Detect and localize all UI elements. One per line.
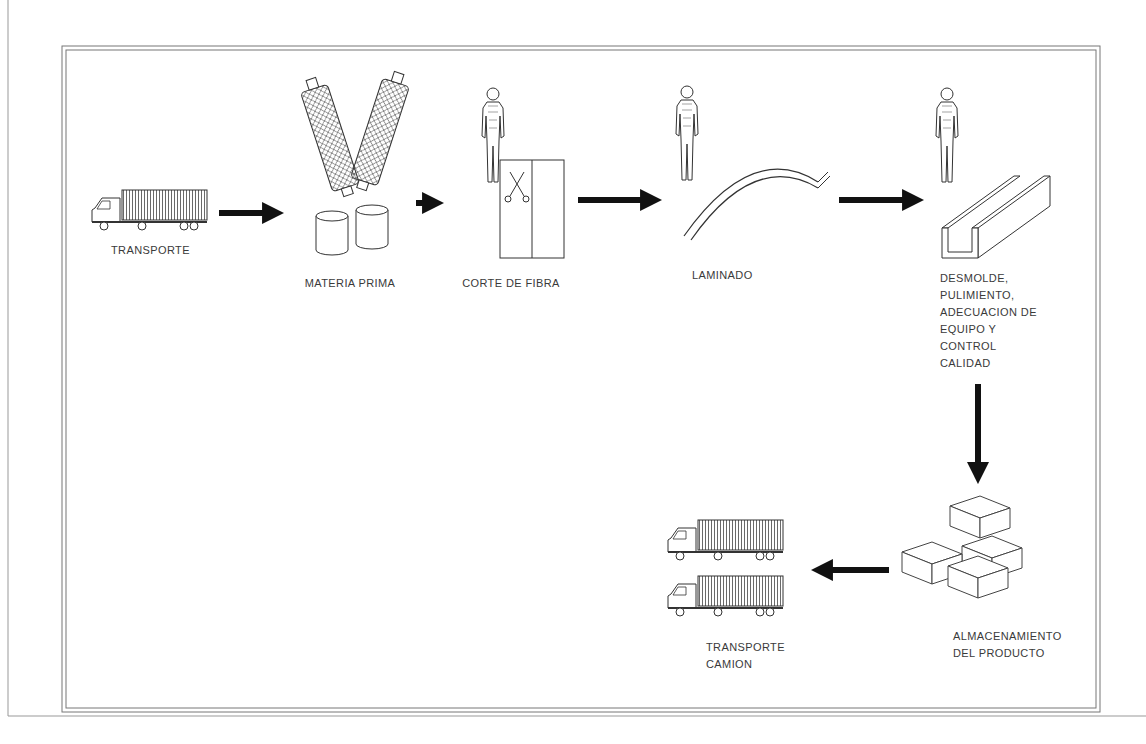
flow-arrow [578,197,648,203]
process-stage: TRANSPORTE [88,185,213,265]
process-stage: MATERIA PRIMA [290,75,410,298]
stage-label: TRANSPORTE CAMION [706,639,786,673]
stage-label: ALMACENAMIENTO DEL PRODUCTO [953,628,1071,662]
flow-arrow [975,384,981,470]
stage-label: MATERIA PRIMA [294,275,406,292]
stage-label: LAMINADO [692,267,802,284]
stage-label: DESMOLDE, PULIMIENTO, ADECUACION DE EQUI… [940,270,1048,372]
stage-label: CORTE DE FIBRA [454,275,568,292]
process-stage: DESMOLDE, PULIMIENTO, ADECUACION DE EQUI… [930,75,1055,378]
flow-arrow [416,200,430,206]
flow-arrow [219,210,270,216]
process-stage: ALMACENAMIENTO DEL PRODUCTO [895,490,1075,670]
process-stage: TRANSPORTE CAMION [660,515,805,679]
flow-arrow [839,197,910,203]
process-stage: CORTE DE FIBRA [450,75,572,298]
stage-label: TRANSPORTE [92,242,209,259]
flow-arrow [825,567,889,573]
process-stage: LAMINADO [668,75,833,290]
